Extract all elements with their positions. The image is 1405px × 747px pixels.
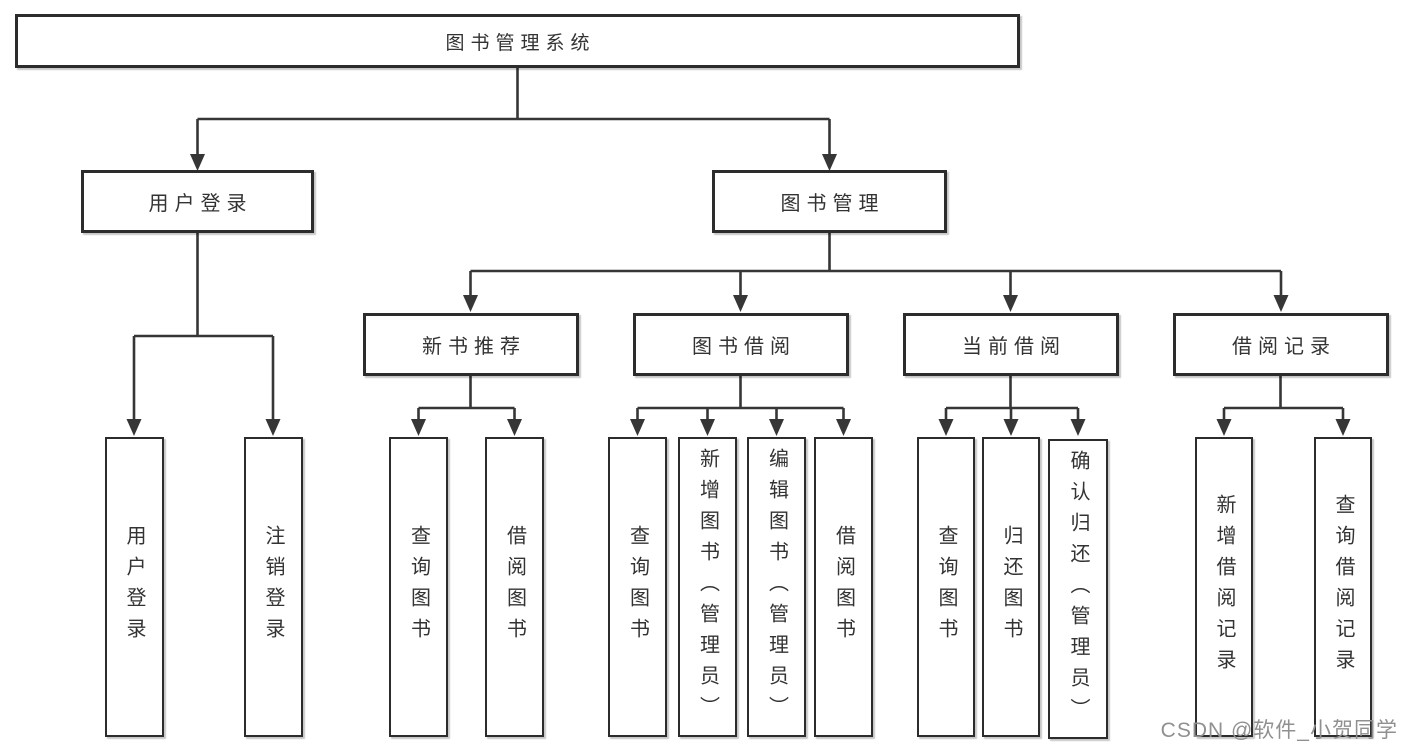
node-label: 借阅图书 xyxy=(832,525,855,649)
leaf-query-books-2: 查询图书 xyxy=(608,437,667,737)
leaf-query-books-1: 查询图书 xyxy=(389,437,448,737)
leaf-logout: 注销登录 xyxy=(243,437,303,737)
node-label: 用户登录 xyxy=(148,193,253,215)
node-library-management-system: 图书管理系统 xyxy=(15,14,1020,68)
node-borrowing-records: 借阅记录 xyxy=(1173,313,1389,376)
node-label: 借阅记录 xyxy=(1232,336,1336,358)
node-label: 查询借阅记录 xyxy=(1332,494,1354,680)
leaf-return-books: 归还图书 xyxy=(982,437,1040,737)
node-label: 当前借阅 xyxy=(962,336,1066,358)
node-label: 归还图书 xyxy=(1000,525,1022,649)
node-label: 新增借阅记录 xyxy=(1213,494,1235,680)
node-label: 查询图书 xyxy=(407,525,430,649)
node-label: 确认归还（管理员） xyxy=(1067,449,1089,729)
node-label: 新增图书（管理员） xyxy=(696,447,719,727)
leaf-query-borrow-record: 查询借阅记录 xyxy=(1314,437,1372,737)
leaf-edit-book-admin: 编辑图书（管理员） xyxy=(747,437,806,737)
watermark-text: CSDN @软件_小贺同学 xyxy=(1160,719,1398,742)
node-book-management: 图书管理 xyxy=(712,170,947,233)
node-label: 图书管理系统 xyxy=(445,32,596,54)
leaf-borrow-books-1: 借阅图书 xyxy=(485,437,544,737)
node-label: 借阅图书 xyxy=(503,525,526,649)
node-label: 注销登录 xyxy=(262,525,284,649)
leaf-confirm-return-admin: 确认归还（管理员） xyxy=(1048,439,1108,739)
node-label: 用户登录 xyxy=(123,525,145,649)
leaf-add-book-admin: 新增图书（管理员） xyxy=(678,437,737,737)
node-user-login-branch: 用户登录 xyxy=(81,170,314,233)
node-label: 图书管理 xyxy=(780,193,885,215)
leaf-add-borrow-record: 新增借阅记录 xyxy=(1195,437,1253,737)
node-current-borrowing: 当前借阅 xyxy=(903,313,1119,376)
node-book-borrowing: 图书借阅 xyxy=(633,313,849,376)
leaf-user-login: 用户登录 xyxy=(104,437,164,737)
node-label: 图书借阅 xyxy=(692,336,796,358)
node-label: 新书推荐 xyxy=(422,336,526,358)
leaf-borrow-books-2: 借阅图书 xyxy=(814,437,873,737)
node-label: 编辑图书（管理员） xyxy=(765,447,788,727)
node-label: 查询图书 xyxy=(626,525,649,649)
node-new-book-recommendation: 新书推荐 xyxy=(363,313,579,376)
leaf-query-books-3: 查询图书 xyxy=(917,437,975,737)
node-label: 查询图书 xyxy=(935,525,957,649)
